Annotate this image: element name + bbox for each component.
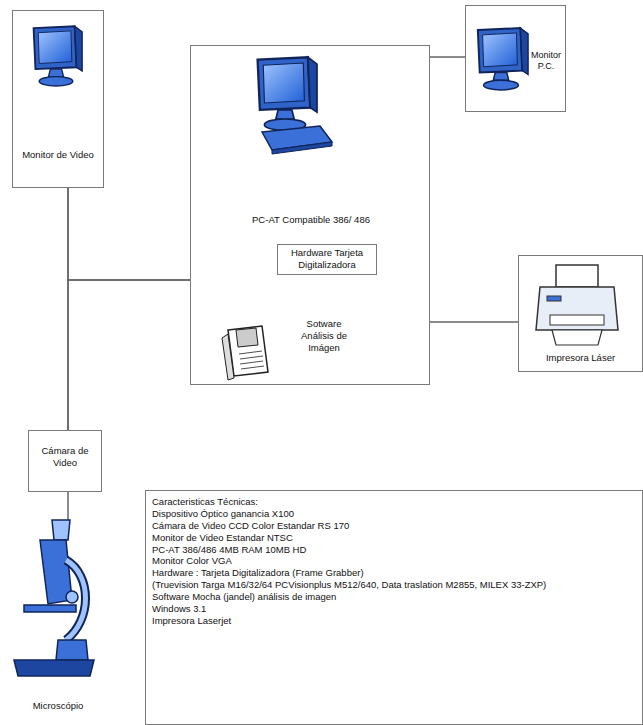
node-label: Hardware Tarjeta Digitalizadora bbox=[281, 247, 373, 271]
camera-microscope-line bbox=[67, 492, 69, 520]
node-label: Monitor de Video bbox=[17, 149, 99, 161]
floppy-icon bbox=[222, 326, 268, 380]
device-box: Cámara de Video bbox=[28, 430, 102, 492]
connector-path bbox=[430, 56, 465, 58]
connector-line bbox=[430, 322, 518, 323]
device-box: Monitor de Video bbox=[12, 10, 104, 188]
device-box: Monitor P.C. bbox=[465, 5, 566, 112]
node-label: Cámara de Video bbox=[32, 445, 98, 469]
hardware-box: Hardware Tarjeta Digitalizadora bbox=[277, 244, 377, 275]
video-monitor-icon bbox=[34, 26, 83, 86]
connector-path bbox=[430, 321, 518, 323]
pc-icon bbox=[258, 57, 332, 154]
computer-box: PC-AT Compatible 386/ 486Sotware Análisi… bbox=[190, 45, 430, 385]
connector-line bbox=[430, 57, 465, 58]
spec-line: Impresora Laserjet bbox=[152, 615, 636, 627]
spec-line: PC-AT 386/486 4MB RAM 10MB HD bbox=[152, 544, 636, 556]
spec-line: Cámara de Video CCD Color Estandar RS 17… bbox=[152, 520, 636, 532]
spec-line: (Truevision Targa M16/32/64 PCVisionplus… bbox=[152, 579, 636, 591]
pc-monitor-icon bbox=[478, 28, 528, 90]
part-label: Microscópio bbox=[18, 700, 98, 711]
connector-line bbox=[68, 188, 190, 280]
node-label: Impresora Láser bbox=[523, 352, 638, 364]
spec-line: Monitor de Video Estandar NTSC bbox=[152, 532, 636, 544]
connector-path bbox=[68, 188, 190, 280]
node-label: PC-AT Compatible 386/ 486 bbox=[236, 214, 386, 226]
device-box: Impresora Láser bbox=[518, 255, 643, 372]
spec-line: Dispositivo Óptico ganancia X100 bbox=[152, 508, 636, 520]
node-label: Sotware Análisis de Imágen bbox=[293, 318, 355, 354]
spec-line: Hardware : Tarjeta Digitalizadora (Frame… bbox=[152, 567, 636, 579]
connector-line bbox=[68, 280, 190, 430]
spec-line: Software Mocha (jandel) análisis de imag… bbox=[152, 591, 636, 603]
connector-path bbox=[68, 280, 190, 430]
node-label: Monitor P.C. bbox=[529, 50, 563, 73]
spec-heading: Caracteristicas Técnicas: bbox=[152, 496, 636, 508]
spec-line: Monitor Color VGA bbox=[152, 555, 636, 567]
specs-box: Caracteristicas Técnicas:Dispositivo Ópt… bbox=[145, 490, 643, 725]
spec-line: Windows 3.1 bbox=[152, 603, 636, 615]
printer-icon bbox=[536, 265, 618, 345]
microscope-icon bbox=[14, 520, 94, 676]
